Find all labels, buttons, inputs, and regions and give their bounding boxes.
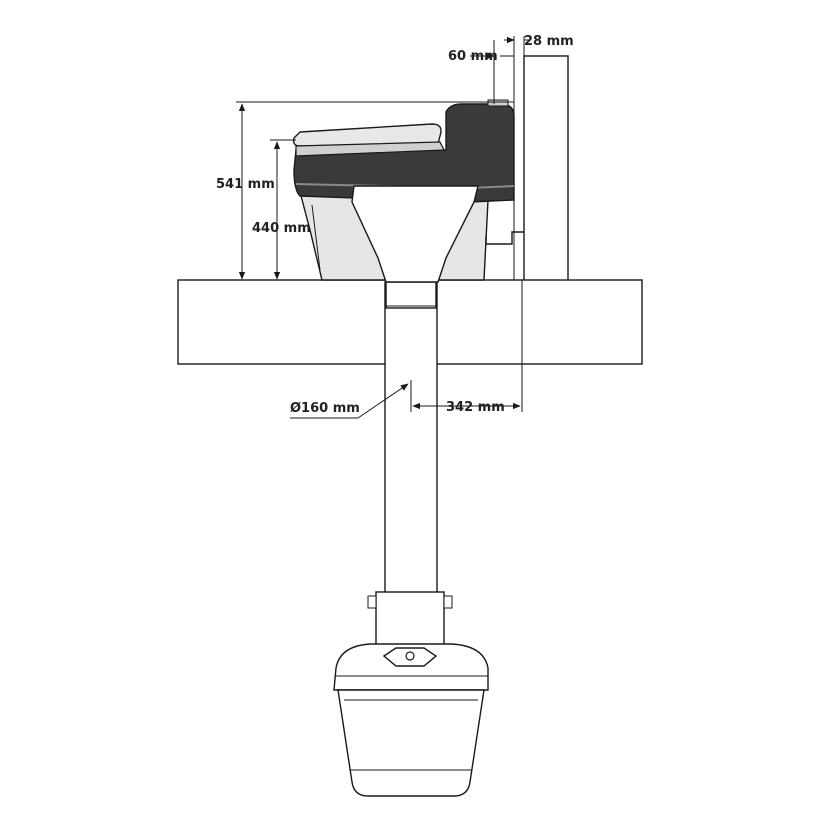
pipe-offset-label: 342 mm <box>446 400 505 415</box>
dimension-lines <box>236 36 530 419</box>
wall <box>513 36 569 282</box>
seat-height-label: 440 mm <box>252 221 311 236</box>
wall-thickness-label: 28 mm <box>524 34 574 49</box>
drain-pipe <box>384 281 438 595</box>
wall-gap-label: 60 mm <box>448 49 498 64</box>
pipe-diameter-label: Ø160 mm <box>290 401 360 416</box>
collection-container <box>333 591 489 797</box>
chute-funnel <box>351 185 479 307</box>
total-height-label: 541 mm <box>216 177 275 192</box>
